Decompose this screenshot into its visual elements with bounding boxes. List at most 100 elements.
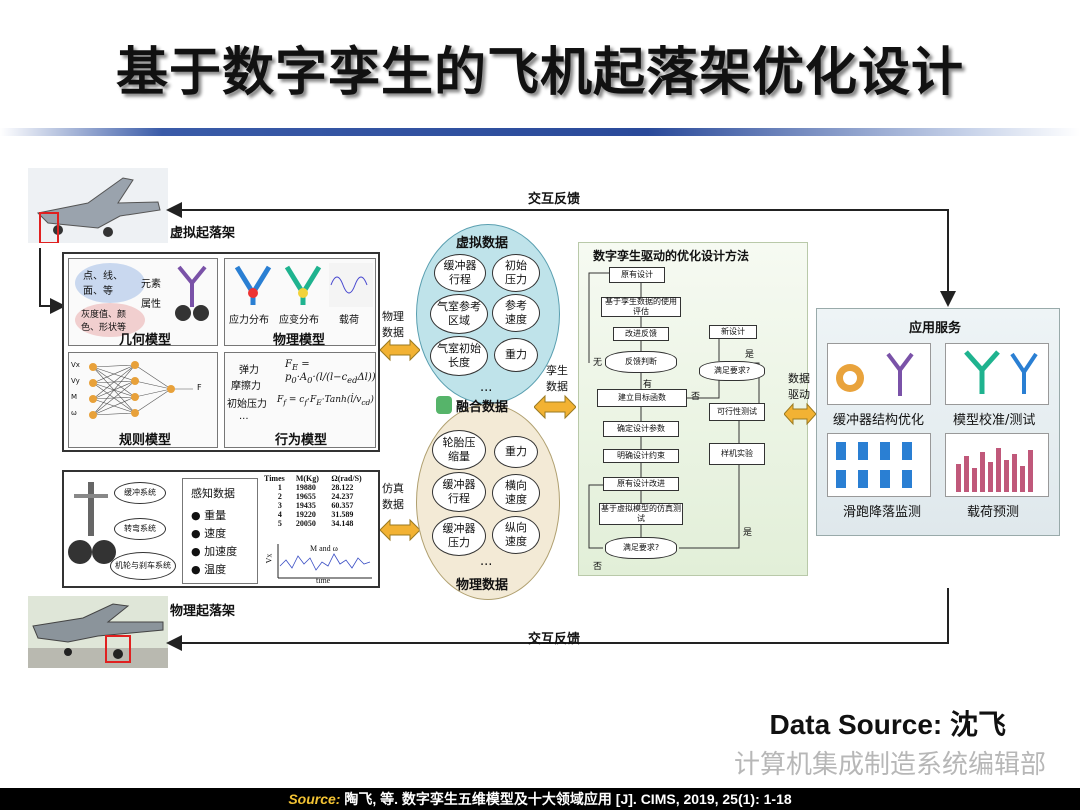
physical-item-longitudinal-speed: 纵向速度 (492, 516, 540, 554)
sensor-item-speed: ● 速度 (191, 527, 227, 540)
geometry-model: 点、线、面、等 元素 属性 灰度值、颜色、形状等 几何模型 (68, 258, 218, 348)
strain-plot-icon (284, 265, 322, 305)
sensor-system-brake: 机轮与刹车系统 (110, 552, 176, 580)
physics-tag-strain: 应变分布 (279, 315, 319, 326)
virtual-item-gravity: 重力 (494, 338, 538, 372)
method-label-yes1: 有 (643, 380, 653, 390)
sensor-table-header-cell: Times (264, 474, 285, 483)
table-cell: 19435 (295, 501, 316, 510)
method-label-no3: 否 (593, 562, 603, 572)
physical-jet-image (28, 596, 168, 668)
method-step-objective: 建立目标函数 (597, 389, 687, 407)
virtual-item-initial-pressure: 初始压力 (492, 254, 540, 292)
physical-item-buffer-pressure: 缓冲器压力 (432, 516, 486, 556)
top-feedback-label: 交互反馈 (528, 192, 581, 207)
rule-model-label: 规则模型 (119, 433, 172, 448)
virtual-model-panel: 点、线、面、等 元素 属性 灰度值、颜色、形状等 几何模型 应 (62, 252, 380, 452)
method-title: 数字孪生驱动的优化设计方法 (593, 249, 750, 263)
app-label-monitoring: 滑跑降落监测 (843, 505, 922, 520)
table-cell: 20050 (295, 519, 316, 528)
table-cell: 60.357 (331, 501, 354, 510)
behavior-line-more: ... (239, 411, 249, 422)
table-cell: 28.122 (331, 483, 354, 492)
method-step-params: 确定设计参数 (603, 421, 679, 437)
method-step-improve-design: 原有设计改进 (603, 477, 679, 491)
virtual-item-ref-speed: 参考速度 (492, 294, 540, 332)
digital-twin-diagram: 虚拟起落架 物理起落架 交互反馈 交互反馈 点、线、面、等 元素 属性 灰度值、… (18, 168, 1078, 688)
physics-tag-stress: 应力分布 (229, 315, 269, 326)
load-curve-icon (329, 263, 373, 307)
app-thumb-calibration (945, 343, 1049, 405)
physical-item-lateral-speed: 横向速度 (492, 474, 540, 512)
virtual-item-chamber-area: 气室参考区域 (430, 294, 488, 334)
method-label-no1: 无 (593, 358, 603, 368)
method-step-original: 原有设计 (609, 267, 665, 283)
sensor-system-buffer: 缓冲系统 (114, 482, 166, 504)
bottom-feedback-label: 交互反馈 (528, 632, 581, 647)
page-title: 基于数字孪生的飞机起落架优化设计 (115, 43, 964, 103)
geometry-model-label: 几何模型 (119, 333, 172, 348)
twin-data-arrow (534, 394, 576, 420)
table-cell: 19880 (295, 483, 316, 492)
method-right-feasibility: 可行性测试 (709, 403, 765, 421)
method-step-sim-test: 基于虚拟模型的仿真测试 (599, 503, 683, 525)
table-cell: 3 (277, 501, 282, 510)
physical-item-tire-compression: 轮胎压缩量 (432, 430, 486, 470)
method-step-usage-eval: 基于孪生数据的使用评估 (601, 297, 681, 317)
method-right-new-design: 新设计 (709, 325, 757, 339)
sensor-chart-ylabel: Vx (264, 553, 274, 564)
sensor-panel: 缓冲系统 转弯系统 机轮与刹车系统 感知数据 ● 重量 ● 速度 ● 加速度 ●… (62, 470, 380, 588)
physical-item-gravity: 重力 (494, 436, 538, 468)
sensor-chart (277, 544, 372, 579)
sensor-chart-xlabel: time (316, 576, 331, 585)
physics-model: 应力分布 应变分布 载荷 物理模型 (224, 258, 376, 348)
neural-network-icon (89, 361, 193, 419)
method-label-yes2: 是 (745, 350, 755, 360)
physical-data-arrow (380, 338, 420, 362)
rule-input-vx: Vx (71, 361, 80, 369)
virtual-data-title: 虚拟数据 (456, 236, 509, 251)
sensor-table-header-cell: Ω(rad/S) (331, 474, 362, 483)
rule-model: Vx Vy M ω F 规则模型 (68, 352, 218, 448)
sensor-table-row: 1 19880 28.122 (264, 483, 378, 492)
sensor-data-header: 感知数据 (191, 487, 235, 500)
behavior-formula-1: FE = p0·A0·(l/(l−cedΔl)) (285, 359, 376, 385)
physical-gear-photo (68, 482, 116, 564)
table-cell: 24.237 (331, 492, 354, 501)
drive-data-arrow-label: 数据 驱动 (788, 372, 810, 401)
sensor-table-header-cell: M(Kg) (295, 474, 319, 483)
behavior-line-elastic: 弹力 (239, 365, 259, 376)
method-flow-lines (588, 272, 760, 549)
virtual-jet-image (28, 168, 168, 244)
fusion-data-label: 融合数据 (456, 400, 509, 415)
method-panel: 数字孪生驱动的优化设计方法 原有设计 基于孪生数据的使用评估 改进反馈 反馈判断… (578, 242, 808, 576)
physics-tag-load: 载荷 (339, 315, 359, 326)
geometry-tag-gray: 灰度值、颜色、形状等 (81, 310, 127, 333)
geometry-ellipse-2 (75, 303, 145, 337)
sensor-table-header: Times M(Kg) Ω(rad/S) (264, 474, 378, 483)
rule-input-omega: ω (71, 409, 77, 417)
landing-gear-3d-icon (175, 265, 209, 321)
stress-plot-icon (234, 265, 272, 305)
fusion-data-icon (436, 396, 452, 414)
drive-data-arrow (784, 402, 816, 426)
table-cell: 1 (277, 483, 282, 492)
application-title: 应用服务 (909, 321, 962, 336)
method-step-improve-feedback: 改进反馈 (613, 327, 669, 341)
table-cell: 4 (277, 510, 282, 519)
method-step-meet-req: 满足要求? (605, 537, 677, 559)
rule-output-f: F (197, 383, 202, 392)
twin-data-arrow-label: 孪生 数据 (546, 364, 568, 393)
virtual-item-chamber-length: 气室初始长度 (430, 336, 488, 376)
geometry-ellipse (75, 263, 145, 303)
data-source-label: Data Source: 沈飞 (769, 709, 1007, 740)
table-cell: 2 (277, 492, 282, 501)
sim-data-arrow-label: 仿真 数据 (382, 482, 404, 511)
method-label-yes3: 是 (743, 528, 753, 538)
behavior-formula-2: Ff = cf·FE·Tanh(l̇/vcd) (277, 395, 374, 407)
footer-citation: Source: 陶飞, 等. 数字孪生五维模型及十大领域应用 [J]. CIMS… (0, 788, 1080, 810)
